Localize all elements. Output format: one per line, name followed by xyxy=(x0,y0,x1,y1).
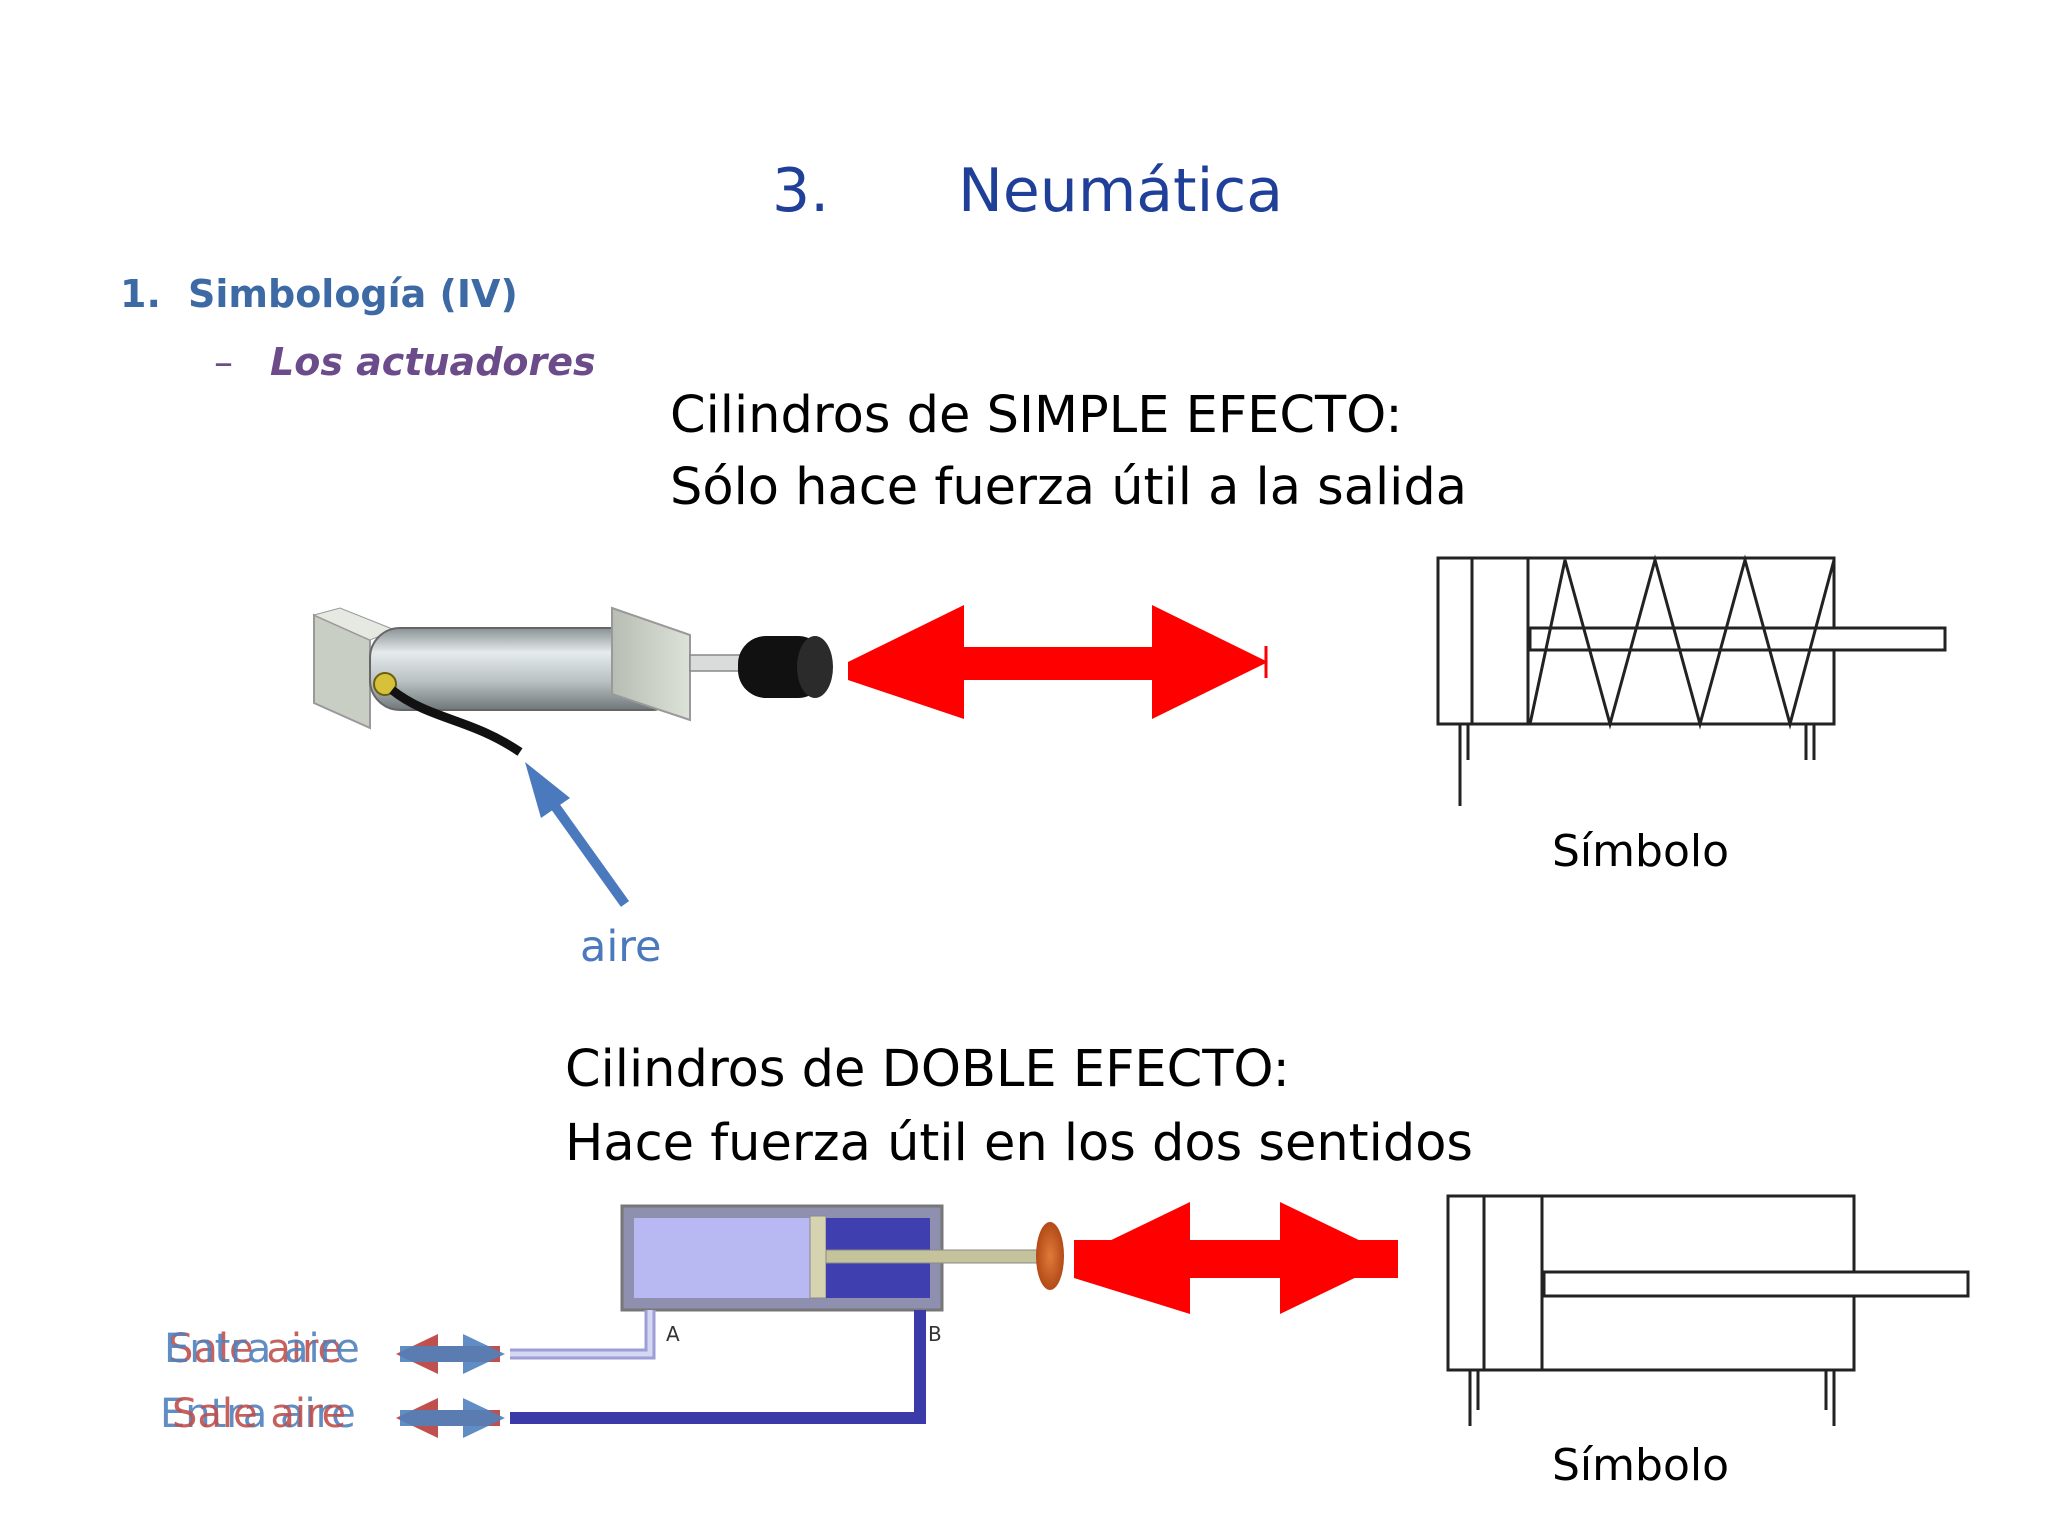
force-arrow-simple xyxy=(848,605,1268,719)
line1-sale-label: Sale aire xyxy=(168,1326,343,1372)
simple-heading-line2: Sólo hace fuerza útil a la salida xyxy=(670,458,1467,517)
chamber-a xyxy=(634,1218,810,1298)
section-title: Simbología (IV) xyxy=(188,272,518,316)
subsection-title: Los actuadores xyxy=(270,340,596,384)
simple-symbol-label: Símbolo xyxy=(1552,826,1730,877)
port-arrows-a xyxy=(396,1334,505,1374)
piston xyxy=(809,1215,827,1299)
port-arrows-b xyxy=(396,1398,505,1438)
cylinder-end-cap-right xyxy=(611,606,691,722)
air-line-b xyxy=(510,1310,926,1424)
page-title: Neumática xyxy=(958,156,1283,226)
double-cylinder-illustration xyxy=(510,1204,1064,1424)
air-line-a xyxy=(510,1310,656,1360)
section-number: 1. xyxy=(120,272,161,316)
port-a-label: A xyxy=(666,1322,680,1346)
title-number: 3. xyxy=(772,156,830,226)
air-inlet-fitting xyxy=(373,672,397,696)
subsection-dash: – xyxy=(214,340,233,384)
simple-heading-line1: Cilindros de SIMPLE EFECTO: xyxy=(670,386,1403,445)
air-hose xyxy=(389,686,523,756)
piston-rod-double xyxy=(825,1249,1041,1264)
simple-cylinder-illustration xyxy=(312,606,833,756)
doble-heading-line1: Cilindros de DOBLE EFECTO: xyxy=(565,1040,1290,1099)
double-effect-symbol xyxy=(1446,1194,1970,1426)
line2-sale-label: Sale aire xyxy=(172,1391,347,1437)
air-inlet-arrow xyxy=(525,762,630,907)
air-label: aire xyxy=(580,922,662,972)
doble-heading-line2: Hace fuerza útil en los dos sentidos xyxy=(565,1114,1473,1173)
line1-entra-label: Entra aire xyxy=(164,1326,360,1372)
port-b-label: B xyxy=(928,1322,942,1346)
doble-symbol-label: Símbolo xyxy=(1552,1440,1730,1491)
line2-entra-label: Entra aire xyxy=(160,1391,356,1437)
simple-effect-symbol xyxy=(1436,554,1947,806)
rod-bumper-double xyxy=(1036,1222,1064,1290)
